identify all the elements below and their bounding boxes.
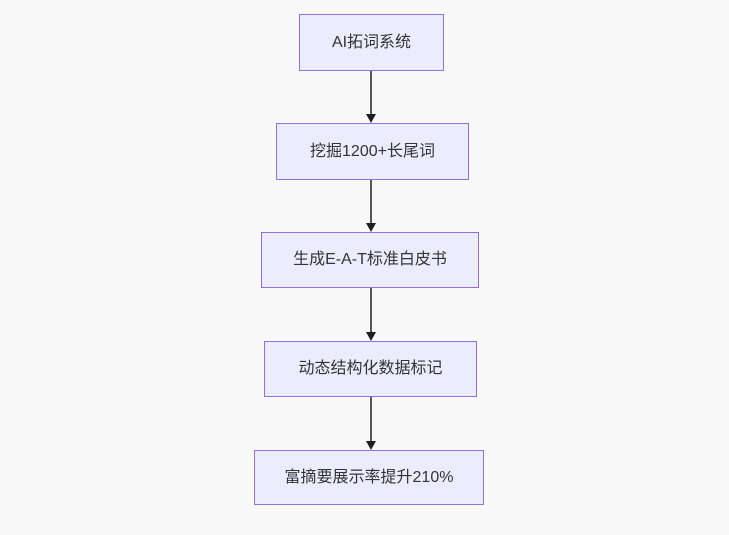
node-label: AI拓词系统	[331, 33, 412, 51]
flow-node-eat-whitepaper: 生成E-A-T标准白皮书	[261, 232, 479, 288]
flow-node-structured-data: 动态结构化数据标记	[264, 341, 477, 397]
node-label: 富摘要展示率提升210%	[284, 468, 454, 486]
node-label: 动态结构化数据标记	[298, 360, 443, 378]
flow-arrow-3	[370, 288, 372, 332]
flow-arrow-4	[370, 397, 372, 441]
flow-arrow-2	[370, 180, 372, 223]
node-label: 挖掘1200+长尾词	[310, 142, 435, 160]
node-label: 生成E-A-T标准白皮书	[293, 251, 447, 269]
flow-node-ai-word-expansion: AI拓词系统	[299, 14, 444, 71]
flow-node-longtail-mining: 挖掘1200+长尾词	[276, 123, 469, 180]
flow-node-rich-snippet-result: 富摘要展示率提升210%	[254, 450, 484, 505]
flow-arrow-1	[370, 71, 372, 114]
